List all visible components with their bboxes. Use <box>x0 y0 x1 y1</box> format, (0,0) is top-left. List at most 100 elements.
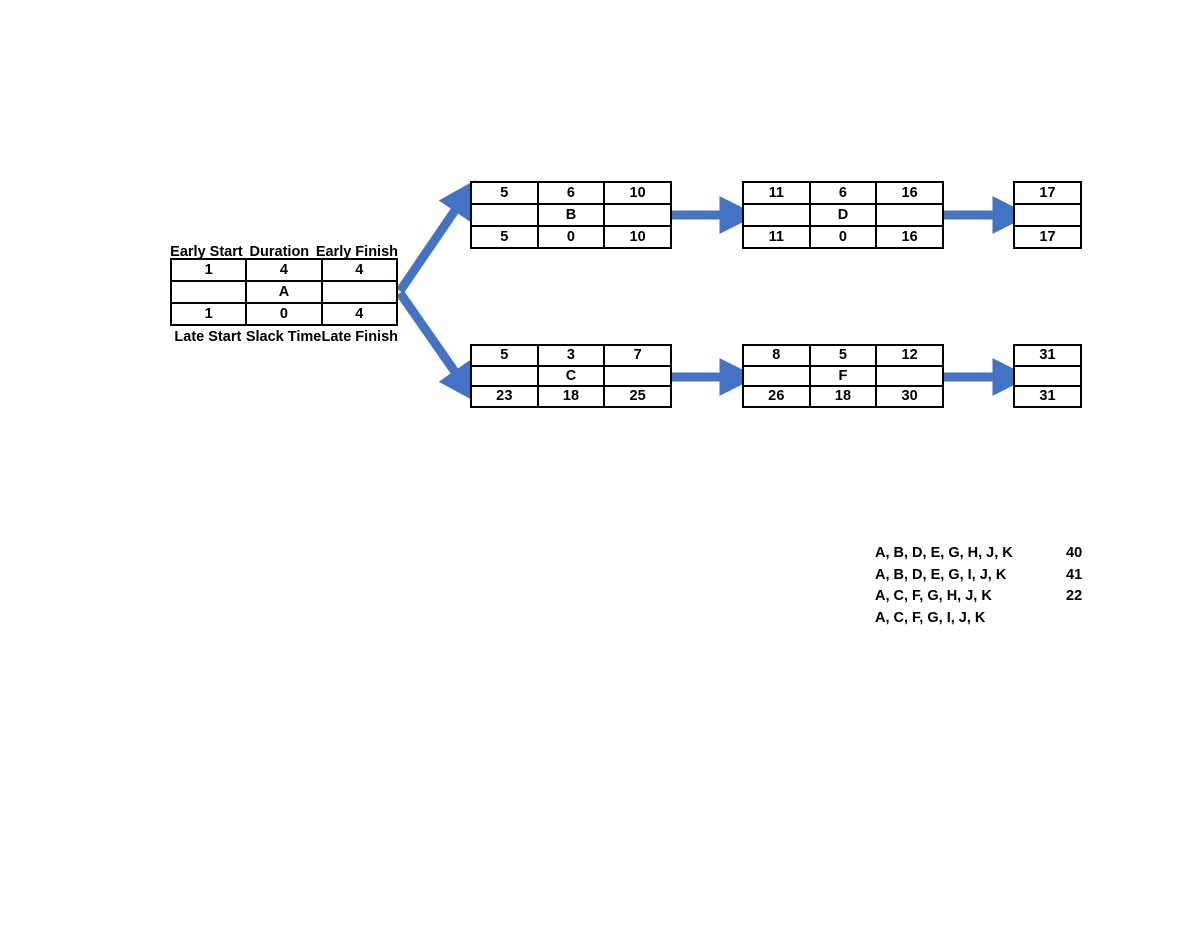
node-d-task: D <box>811 205 878 225</box>
path-list: A, B, D, E, G, H, J, K 40 A, B, D, E, G,… <box>875 546 1090 632</box>
node-f-blank-right <box>877 367 942 386</box>
path-row: A, B, D, E, G, I, J, K 41 <box>875 566 1090 590</box>
path-label: A, B, D, E, G, I, J, K <box>875 566 1007 583</box>
node-d-blank-right <box>877 205 942 225</box>
node-a-duration: 4 <box>247 260 323 280</box>
node-c-row-late: 23 18 25 <box>472 387 670 407</box>
node-d-late-start: 11 <box>744 227 811 247</box>
node-bottom-end-row-late: 31 <box>1015 387 1080 406</box>
node-d-row-late: 11 0 16 <box>744 227 942 247</box>
node-b-row-late: 5 0 10 <box>472 227 670 247</box>
node-f-late-finish: 30 <box>901 388 918 405</box>
node-d-row-task: D <box>744 205 942 227</box>
node-b-late-start: 5 <box>472 227 539 247</box>
legend-label-slack-time: Slack Time <box>245 329 322 345</box>
node-b-row-early: 5 6 10 <box>472 183 670 205</box>
node-top-end-row-late: 17 <box>1015 227 1080 247</box>
node-d-late-finish: 16 <box>901 228 918 245</box>
legend-label-late-start: Late Start <box>174 329 242 345</box>
node-c[interactable]: 5 3 7 C 23 18 25 <box>470 344 672 408</box>
node-f-early-finish: 12 <box>901 347 918 364</box>
node-f-duration: 5 <box>811 346 878 365</box>
node-a-late-finish: 4 <box>355 305 364 322</box>
node-b-early-finish: 10 <box>629 184 646 201</box>
node-d-slack-time: 0 <box>811 227 878 247</box>
legend-label-duration: Duration <box>249 244 310 260</box>
path-label: A, C, F, G, I, J, K <box>875 609 986 626</box>
node-d-early-finish: 16 <box>901 184 918 201</box>
node-c-slack-time: 18 <box>539 387 606 407</box>
node-d[interactable]: 11 6 16 D 11 0 16 <box>742 181 944 249</box>
node-a-late-start: 1 <box>172 304 248 324</box>
arrow-a-to-c <box>396 290 476 402</box>
node-b-duration: 6 <box>539 183 606 203</box>
node-f-row-early: 8 5 12 <box>744 346 942 367</box>
node-f[interactable]: 8 5 12 F 26 18 30 <box>742 344 944 408</box>
path-row: A, C, F, G, I, J, K <box>875 609 1090 633</box>
legend-label-early-start: Early Start <box>170 244 243 260</box>
node-b-task: B <box>539 205 606 225</box>
node-b[interactable]: 5 6 10 B 5 0 10 <box>470 181 672 249</box>
node-top-end-row-task <box>1015 205 1080 227</box>
node-f-task: F <box>811 366 878 386</box>
node-top-end-early-start: 17 <box>1039 184 1056 201</box>
node-a-row-late: 1 0 4 <box>172 304 396 324</box>
arrow-a-to-b <box>396 179 476 294</box>
node-a-early-start: 1 <box>172 260 248 280</box>
legend-label-early-finish: Early Finish <box>315 244 399 260</box>
node-a-slack-time: 0 <box>247 304 323 324</box>
node-c-blank-left <box>472 366 539 386</box>
node-b-row-task: B <box>472 205 670 227</box>
node-c-late-start: 23 <box>472 387 539 407</box>
node-c-late-finish: 25 <box>629 388 646 405</box>
node-b-blank-right <box>605 205 670 225</box>
node-c-blank-right <box>605 367 670 386</box>
node-bottom-end-row-task <box>1015 367 1080 388</box>
node-top-end[interactable]: 17 17 <box>1013 181 1082 249</box>
node-b-late-finish: 10 <box>629 228 646 245</box>
node-d-blank-left <box>744 205 811 225</box>
node-bottom-end[interactable]: 31 31 <box>1013 344 1082 408</box>
node-d-row-early: 11 6 16 <box>744 183 942 205</box>
path-row: A, B, D, E, G, H, J, K 40 <box>875 546 1090 568</box>
path-duration: 40 <box>1066 545 1083 561</box>
node-a[interactable]: 1 4 4 A 1 0 4 <box>170 258 398 326</box>
node-a-blank-left <box>172 282 248 302</box>
node-c-row-task: C <box>472 366 670 388</box>
node-b-slack-time: 0 <box>539 227 606 247</box>
node-a-row-task: A <box>172 282 396 304</box>
path-label: A, B, D, E, G, H, J, K <box>875 545 1013 561</box>
node-a-row-early: 1 4 4 <box>172 260 396 282</box>
node-c-early-start: 5 <box>472 346 539 365</box>
path-duration: 22 <box>1066 588 1083 604</box>
node-bottom-end-task <box>1015 367 1080 386</box>
node-top-end-late-start: 17 <box>1039 228 1056 245</box>
node-a-task: A <box>247 282 323 302</box>
legend-label-late-finish: Late Finish <box>321 329 399 345</box>
node-f-row-task: F <box>744 366 942 388</box>
node-f-slack-time: 18 <box>811 387 878 407</box>
node-b-blank-left <box>472 205 539 225</box>
node-f-row-late: 26 18 30 <box>744 387 942 407</box>
node-a-blank-right <box>323 282 396 302</box>
node-c-row-early: 5 3 7 <box>472 346 670 367</box>
node-f-early-start: 8 <box>744 346 811 365</box>
path-duration: 41 <box>1066 566 1083 583</box>
node-c-early-finish: 7 <box>633 347 642 364</box>
legend-bottom-labels: Late Start Slack Time Late Finish <box>170 330 398 345</box>
node-top-end-task <box>1015 205 1080 225</box>
legend-top-labels: Early Start Duration Early Finish <box>170 245 398 260</box>
node-c-duration: 3 <box>539 346 606 365</box>
node-bottom-end-early-start: 31 <box>1039 347 1056 364</box>
node-c-task: C <box>539 366 606 386</box>
node-a-early-finish: 4 <box>355 261 364 278</box>
node-d-early-start: 11 <box>744 183 811 203</box>
node-b-early-start: 5 <box>472 183 539 203</box>
node-bottom-end-row-early: 31 <box>1015 346 1080 367</box>
node-bottom-end-late-start: 31 <box>1039 388 1056 405</box>
node-d-duration: 6 <box>811 183 878 203</box>
node-top-end-row-early: 17 <box>1015 183 1080 205</box>
node-f-blank-left <box>744 366 811 386</box>
